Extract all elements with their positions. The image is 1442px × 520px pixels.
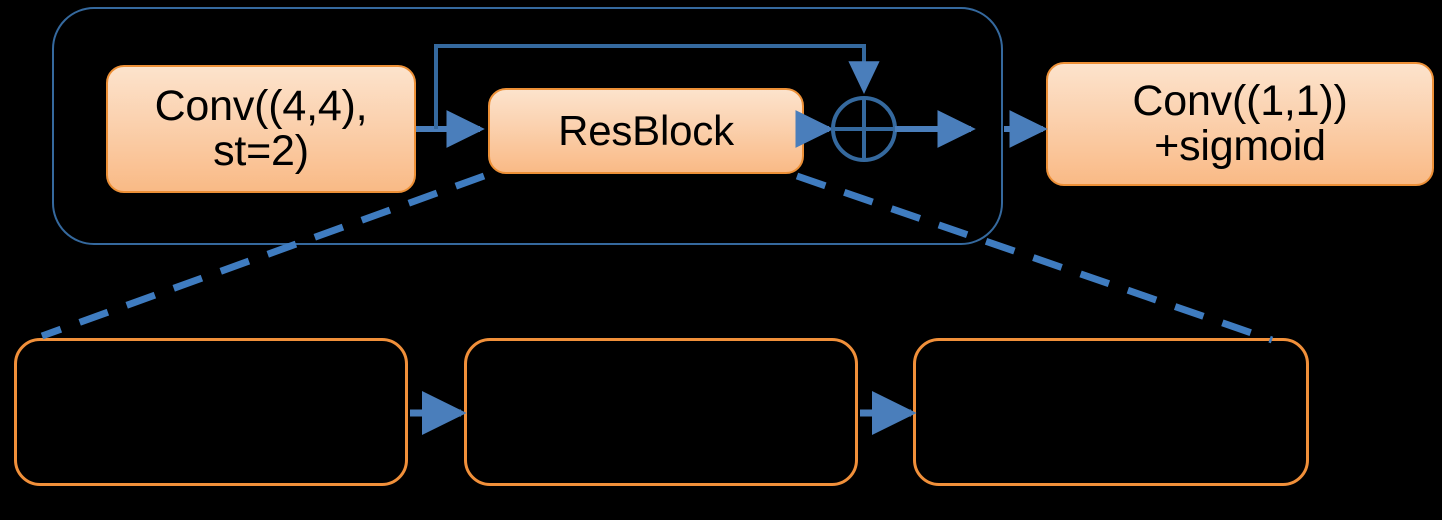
node-resblock[interactable]: ResBlock (488, 88, 804, 174)
node-conv-1-1-sigmoid-label: Conv((1,1)) +sigmoid (1132, 77, 1348, 170)
group-frame-encoder-stage (52, 7, 1003, 245)
node-resblock-label: ResBlock (558, 107, 734, 155)
node-conv-4-4-st-2-label: Conv((4,4), st=2) (154, 82, 368, 175)
node-conv-1-1-sigmoid[interactable]: Conv((1,1)) +sigmoid (1046, 62, 1434, 186)
detail-box-1[interactable] (14, 338, 408, 486)
node-conv-4-4-st-2[interactable]: Conv((4,4), st=2) (106, 65, 416, 193)
detail-box-3[interactable] (913, 338, 1309, 486)
detail-box-2[interactable] (464, 338, 858, 486)
